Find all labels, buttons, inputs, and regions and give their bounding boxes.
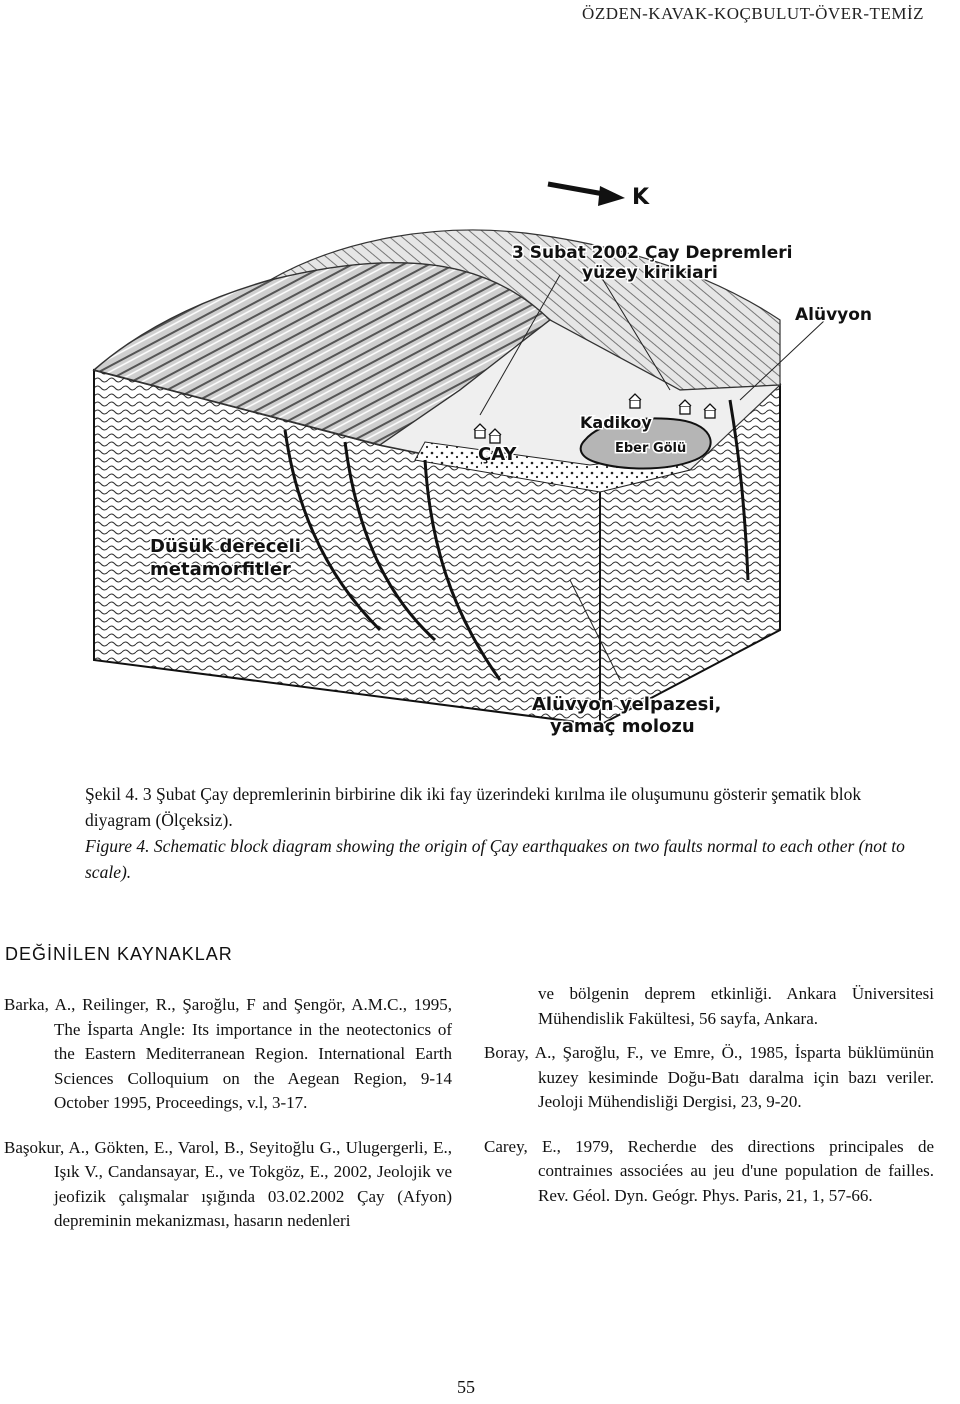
settlement-symbols [473, 393, 717, 444]
label-metamorphics-line1: Düsük dereceli [150, 536, 301, 557]
block-diagram-figure: K [80, 160, 900, 750]
running-head: ÖZDEN-KAVAK-KOÇBULUT-ÖVER-TEMİZ [582, 4, 924, 23]
label-metamorphics-line2: metamorfitler [150, 559, 291, 580]
reference-continuation: ve bölgenin deprem etkinliği. Ankara Üni… [538, 984, 934, 1028]
fault-lines [283, 399, 750, 681]
references-heading: DEĞİNİLEN KAYNAKLAR [5, 944, 233, 964]
label-fan-line2: yamaç molozu [550, 716, 695, 737]
page-number: 55 [457, 1377, 475, 1397]
figure-caption: Şekil 4. 3 Şubat Çay depremlerinin birbi… [85, 781, 905, 885]
north-arrow-icon [547, 181, 625, 206]
north-label: K [632, 185, 650, 210]
eber-lake [579, 417, 712, 470]
label-cracks-line1: 3 Subat 2002 Çay Depremleri [512, 243, 792, 263]
references-right-column: ve bölgenin deprem etkinliği. Ankara Üni… [484, 982, 934, 1228]
reference-entry: Barka, A., Reilinger, R., Şaroğlu, F and… [4, 995, 452, 1112]
reference-entry: Başokur, A., Gökten, E., Varol, B., Seyi… [4, 1137, 452, 1231]
label-fan-line1: Alüvyon yelpazesi, [532, 694, 721, 715]
block-diagram: K [92, 181, 874, 739]
reference-entry: Carey, E., 1979, Recherdıe des direction… [484, 1136, 934, 1205]
references-left-column: Barka, A., Reilinger, R., Şaroğlu, F and… [0, 993, 452, 1254]
label-town: ÇAY [478, 444, 517, 465]
caption-turkish: Şekil 4. 3 Şubat Çay depremlerinin birbi… [85, 784, 862, 830]
label-lake: Eber Gölü [615, 441, 686, 456]
label-cracks-line2: yüzey kirikiari [582, 263, 718, 283]
label-alluvium: Alüvyon [795, 305, 872, 325]
label-village: Kadikoy [580, 413, 652, 432]
upper-plateau [269, 229, 781, 391]
reference-entry: Boray, A., Şaroğlu, F., ve Emre, Ö., 198… [484, 1043, 934, 1111]
label-leaders [479, 274, 826, 681]
caption-english: Figure 4. Schematic block diagram showin… [85, 836, 905, 882]
